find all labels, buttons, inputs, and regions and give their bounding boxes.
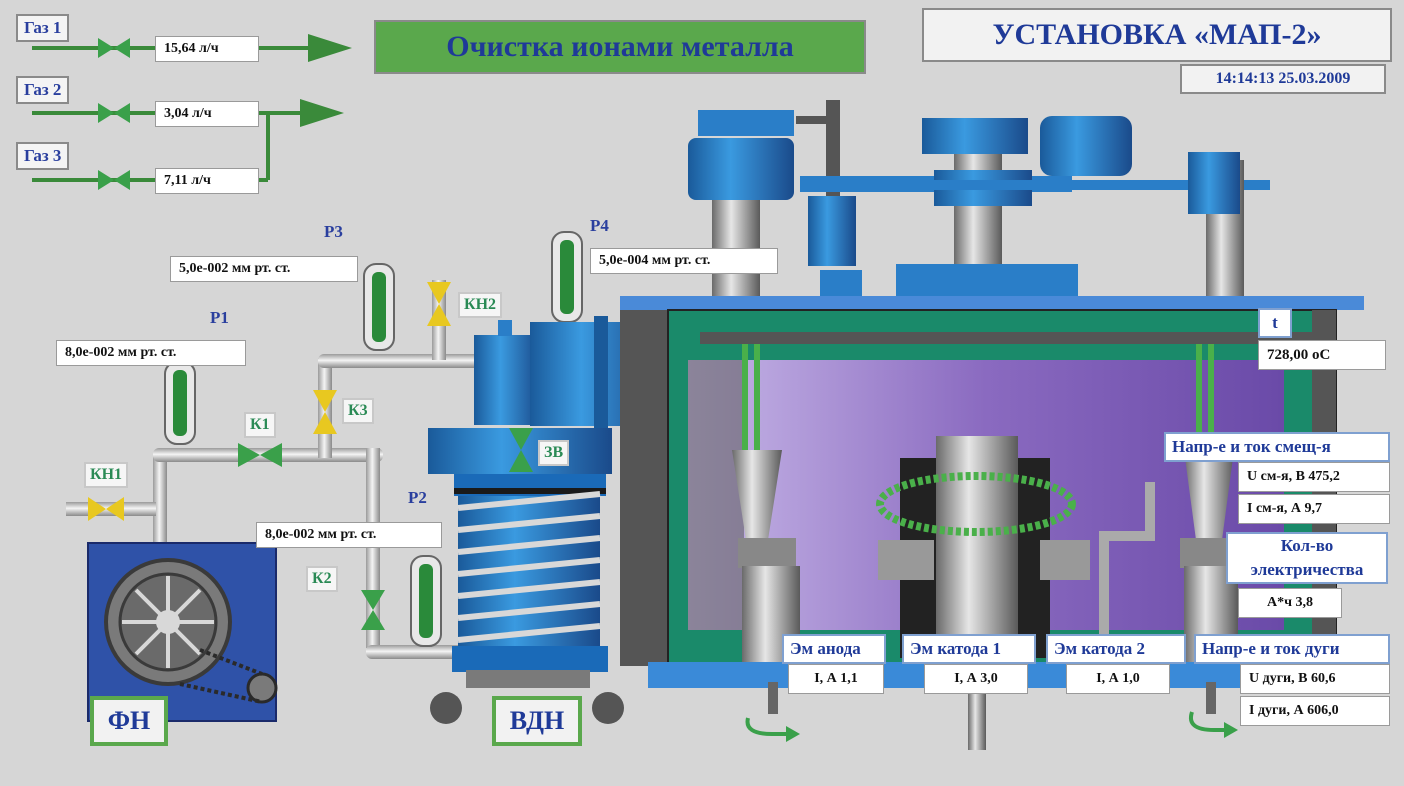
process-title: Очистка ионами металла bbox=[374, 20, 866, 74]
rotation-arrow-right-head-icon bbox=[1224, 722, 1238, 738]
p4-label: P4 bbox=[590, 216, 609, 235]
temperature-label: t bbox=[1258, 308, 1292, 338]
p1-label: P1 bbox=[210, 308, 229, 327]
arc-current: I дуги, А 606,0 bbox=[1240, 696, 1390, 726]
valve-k1-label: К1 bbox=[244, 412, 276, 438]
valve-kn1-label: КН1 bbox=[84, 462, 129, 488]
gas-1-label: Газ 1 bbox=[16, 14, 70, 42]
gas-2-flow: 3,04 л/ч bbox=[155, 101, 259, 127]
gas-1-flow: 15,64 л/ч bbox=[155, 36, 259, 62]
em-cathode-2-title: Эм катода 2 bbox=[1046, 634, 1186, 664]
valve-k1-icon[interactable] bbox=[238, 443, 282, 467]
gas-3-flow: 7,11 л/ч bbox=[155, 168, 259, 194]
valve-k3-label: К3 bbox=[342, 398, 374, 424]
em-cathode-1-value: I, А 3,0 bbox=[924, 664, 1028, 694]
valve-k2-label: К2 bbox=[306, 566, 338, 592]
gas-valve-2[interactable] bbox=[98, 103, 130, 123]
charge-value: А*ч 3,8 bbox=[1238, 588, 1342, 618]
valve-k2-icon[interactable] bbox=[361, 590, 385, 630]
rotation-arrow-left-head-icon bbox=[786, 726, 800, 742]
valve-kn2-icon[interactable] bbox=[427, 282, 451, 326]
bias-current: I см-я, А 9,7 bbox=[1238, 494, 1390, 524]
p4-value: 5,0е-004 мм рт. ст. bbox=[590, 248, 778, 274]
gas-2-label: Газ 2 bbox=[16, 76, 70, 104]
gas-arrow-1 bbox=[308, 34, 352, 62]
p3-value: 5,0е-002 мм рт. ст. bbox=[170, 256, 358, 282]
gauge-p1-icon bbox=[164, 361, 196, 445]
gauge-p2-icon bbox=[410, 555, 442, 647]
gauge-p3-icon bbox=[363, 263, 395, 351]
bias-title: Напр-е и ток смещ-я bbox=[1164, 432, 1390, 462]
valve-kn1-icon[interactable] bbox=[88, 497, 124, 521]
p2-value: 8,0е-002 мм рт. ст. bbox=[256, 522, 442, 548]
temperature-value: 728,00 оС bbox=[1258, 340, 1386, 370]
rotation-arrow-left-icon bbox=[745, 717, 790, 736]
em-cathode-1-title: Эм катода 1 bbox=[902, 634, 1036, 664]
em-cathode-2-value: I, А 1,0 bbox=[1066, 664, 1170, 694]
gauge-p4-icon bbox=[551, 231, 583, 323]
charge-title: Кол-во электричества bbox=[1226, 532, 1388, 584]
vacuum-chamber bbox=[620, 296, 1364, 750]
gas-valve-3[interactable] bbox=[98, 170, 130, 190]
valve-zv-icon[interactable] bbox=[509, 428, 533, 472]
arc-voltage: U дуги, В 60,6 bbox=[1240, 664, 1390, 694]
fore-pump-label: ФН bbox=[90, 696, 168, 746]
rotation-arrow-right-icon bbox=[1189, 711, 1228, 732]
em-anode-title: Эм анода bbox=[782, 634, 886, 664]
gas-3-label: Газ 3 bbox=[16, 142, 70, 170]
p3-label: P3 bbox=[324, 222, 343, 241]
em-anode-value: I, А 1,1 bbox=[788, 664, 884, 694]
valve-k3-icon[interactable] bbox=[313, 390, 337, 434]
p2-label: P2 bbox=[408, 488, 427, 507]
arc-title: Напр-е и ток дуги bbox=[1194, 634, 1390, 664]
datetime-readout: 14:14:13 25.03.2009 bbox=[1180, 64, 1386, 94]
valve-kn2-label: КН2 bbox=[458, 292, 503, 318]
gas-valve-1[interactable] bbox=[98, 38, 130, 58]
p1-value: 8,0е-002 мм рт. ст. bbox=[56, 340, 246, 366]
diffusion-pump-label: ВДН bbox=[492, 696, 582, 746]
fore-pump bbox=[87, 542, 278, 722]
bias-voltage: U см-я, В 475,2 bbox=[1238, 462, 1390, 492]
valve-zv-label: ЗВ bbox=[538, 440, 570, 466]
gas-arrow-2 bbox=[300, 99, 344, 127]
installation-title: УСТАНОВКА «МАП-2» bbox=[922, 8, 1392, 62]
